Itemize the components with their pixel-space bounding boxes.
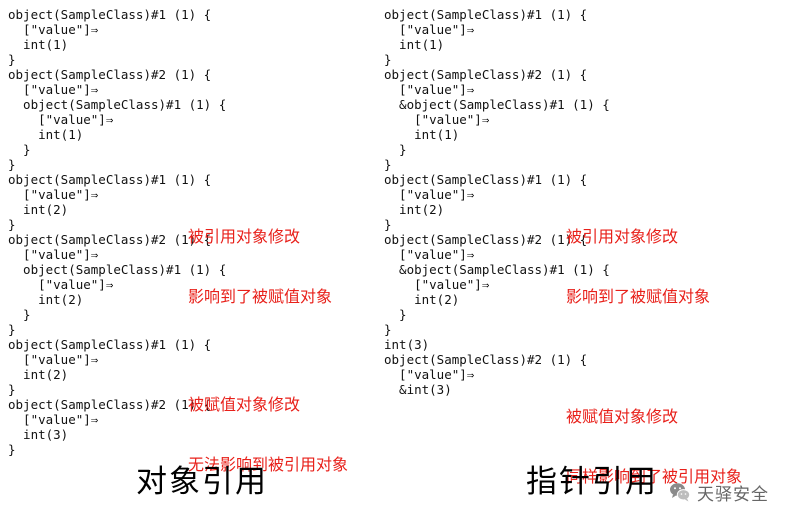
annotation-line: 被引用对象修改 (188, 227, 301, 246)
code-line: int(2) (8, 202, 69, 217)
code-line: } (384, 157, 392, 172)
code-line: ["value"]⇒ (8, 247, 99, 262)
code-line: ["value"]⇒ (384, 82, 475, 97)
code-line: object(SampleClass)#2 (1) { (8, 67, 212, 82)
code-line: object(SampleClass)#2 (1) { (384, 67, 588, 82)
code-line: } (384, 52, 392, 67)
code-line: object(SampleClass)#2 (1) { (8, 232, 212, 247)
code-line: object(SampleClass)#1 (1) { (384, 7, 588, 22)
code-line: } (8, 52, 16, 67)
annotation-line: 被赋值对象修改 (566, 407, 679, 426)
code-dump-right: object(SampleClass)#1 (1) { ["value"]⇒ i… (384, 7, 610, 397)
code-line: ["value"]⇒ (384, 247, 475, 262)
code-line: ["value"]⇒ (384, 112, 490, 127)
code-line: &object(SampleClass)#1 (1) { (384, 97, 610, 112)
code-line: ["value"]⇒ (8, 187, 99, 202)
code-line: ["value"]⇒ (8, 277, 114, 292)
code-line: ["value"]⇒ (384, 187, 475, 202)
code-dump-left: object(SampleClass)#1 (1) { ["value"]⇒ i… (8, 7, 226, 457)
code-line: int(2) (8, 292, 84, 307)
code-line: int(3) (8, 427, 69, 442)
code-line: int(2) (384, 292, 460, 307)
code-line: } (384, 307, 407, 322)
caption-object-reference: 对象引用 (136, 464, 268, 500)
annotation-line: 无法影响到被引用对象 (188, 455, 349, 474)
code-line: } (8, 142, 31, 157)
annotation-line: 影响到了被赋值对象 (566, 287, 711, 306)
annotation-left-2: 被赋值对象修改 无法影响到被引用对象 (188, 355, 348, 495)
watermark-text: 天驿安全 (697, 484, 769, 505)
code-line: object(SampleClass)#2 (1) { (8, 397, 212, 412)
code-line: object(SampleClass)#2 (1) { (384, 232, 588, 247)
code-line: int(2) (384, 202, 445, 217)
code-line: ["value"]⇒ (384, 22, 475, 37)
annotation-line: 同样影响到了被引用对象 (566, 467, 743, 486)
code-line: object(SampleClass)#1 (1) { (8, 337, 212, 352)
code-line: int(1) (384, 127, 460, 142)
code-line: } (8, 157, 16, 172)
code-line: ["value"]⇒ (8, 412, 99, 427)
annotation-left-1: 被引用对象修改 影响到了被赋值对象 (188, 187, 332, 327)
code-line: object(SampleClass)#1 (1) { (8, 262, 227, 277)
code-line: } (8, 217, 16, 232)
code-line: ["value"]⇒ (8, 22, 99, 37)
code-line: object(SampleClass)#1 (1) { (8, 7, 212, 22)
code-line: } (8, 382, 16, 397)
code-line: object(SampleClass)#2 (1) { (384, 352, 588, 367)
code-line: object(SampleClass)#1 (1) { (8, 97, 227, 112)
code-line: object(SampleClass)#1 (1) { (8, 172, 212, 187)
code-line: ["value"]⇒ (384, 367, 475, 382)
annotation-line: 影响到了被赋值对象 (188, 287, 333, 306)
code-line: } (8, 307, 31, 322)
annotation-right-2: 被赋值对象修改 同样影响到了被引用对象 (566, 367, 742, 507)
code-line: &object(SampleClass)#1 (1) { (384, 262, 610, 277)
code-line: } (8, 322, 16, 337)
code-line: ["value"]⇒ (8, 82, 99, 97)
code-line: int(2) (8, 367, 69, 382)
caption-pointer-reference: 指针引用 (526, 464, 658, 500)
code-line: ["value"]⇒ (8, 352, 99, 367)
code-line: int(1) (8, 127, 84, 142)
code-line: } (384, 322, 392, 337)
annotation-right-1: 被引用对象修改 影响到了被赋值对象 (566, 187, 710, 327)
code-line: } (384, 217, 392, 232)
wechat-logo-icon (670, 483, 691, 502)
code-line: } (384, 142, 407, 157)
code-line: object(SampleClass)#1 (1) { (384, 172, 588, 187)
code-line: int(1) (384, 37, 445, 52)
code-line: &int(3) (384, 382, 452, 397)
code-line: ["value"]⇒ (8, 112, 114, 127)
code-line: int(3) (384, 337, 430, 352)
watermark: 天驿安全 (668, 478, 769, 506)
code-line: } (8, 442, 16, 457)
code-line: ["value"]⇒ (384, 277, 490, 292)
annotation-line: 被引用对象修改 (566, 227, 679, 246)
code-line: int(1) (8, 37, 69, 52)
annotation-line: 被赋值对象修改 (188, 395, 301, 414)
